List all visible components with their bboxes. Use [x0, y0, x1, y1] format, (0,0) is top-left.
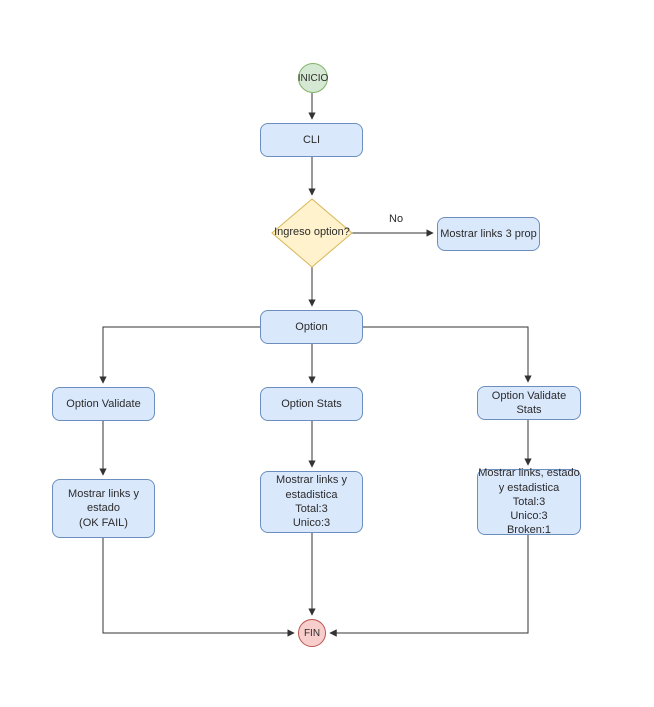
result-validate-stats-node: Mostrar links, estado y estadistica Tota…	[477, 467, 581, 537]
connector-result-validate-to-end	[102, 538, 295, 637]
edge-label-no: No	[387, 213, 406, 225]
option-node: Option	[260, 310, 363, 344]
result-stats-node-label: Mostrar links y estadistica Total:3 Unic…	[276, 474, 347, 530]
result-validate-node-label: Mostrar links y estado (OK FAIL)	[68, 488, 139, 529]
no-branch-node-label: Mostrar links 3 prop	[440, 227, 537, 240]
result-validate-node: Mostrar links y estado (OK FAIL)	[52, 479, 155, 538]
start-node-label: INICIO	[297, 72, 329, 84]
result-validate-stats-node-label: Mostrar links, estado y estadistica Tota…	[478, 467, 580, 537]
decision-label: Ingreso option?	[274, 226, 350, 238]
option-validate-node-label: Option Validate	[66, 397, 141, 410]
end-node: FIN	[298, 619, 326, 647]
option-validate-node: Option Validate	[52, 387, 155, 421]
no-branch-node: Mostrar links 3 prop	[437, 217, 540, 251]
connector-option-to-option-validate-stats	[363, 326, 532, 383]
decision-diamond	[271, 198, 353, 268]
cli-node-label: CLI	[302, 133, 321, 146]
start-node: INICIO	[298, 63, 328, 93]
result-stats-node: Mostrar links y estadistica Total:3 Unic…	[260, 471, 363, 533]
connector-result-validate-stats-to-end	[329, 535, 529, 637]
option-validate-stats-node: Option Validate Stats	[477, 386, 581, 420]
cli-node: CLI	[260, 123, 363, 157]
connector-option-to-option-validate	[99, 326, 260, 384]
option-stats-node: Option Stats	[260, 387, 363, 421]
end-node-label: FIN	[303, 627, 321, 639]
option-validate-stats-node-label: Option Validate Stats	[491, 389, 567, 416]
option-node-label: Option	[295, 320, 328, 333]
option-stats-node-label: Option Stats	[281, 397, 342, 410]
